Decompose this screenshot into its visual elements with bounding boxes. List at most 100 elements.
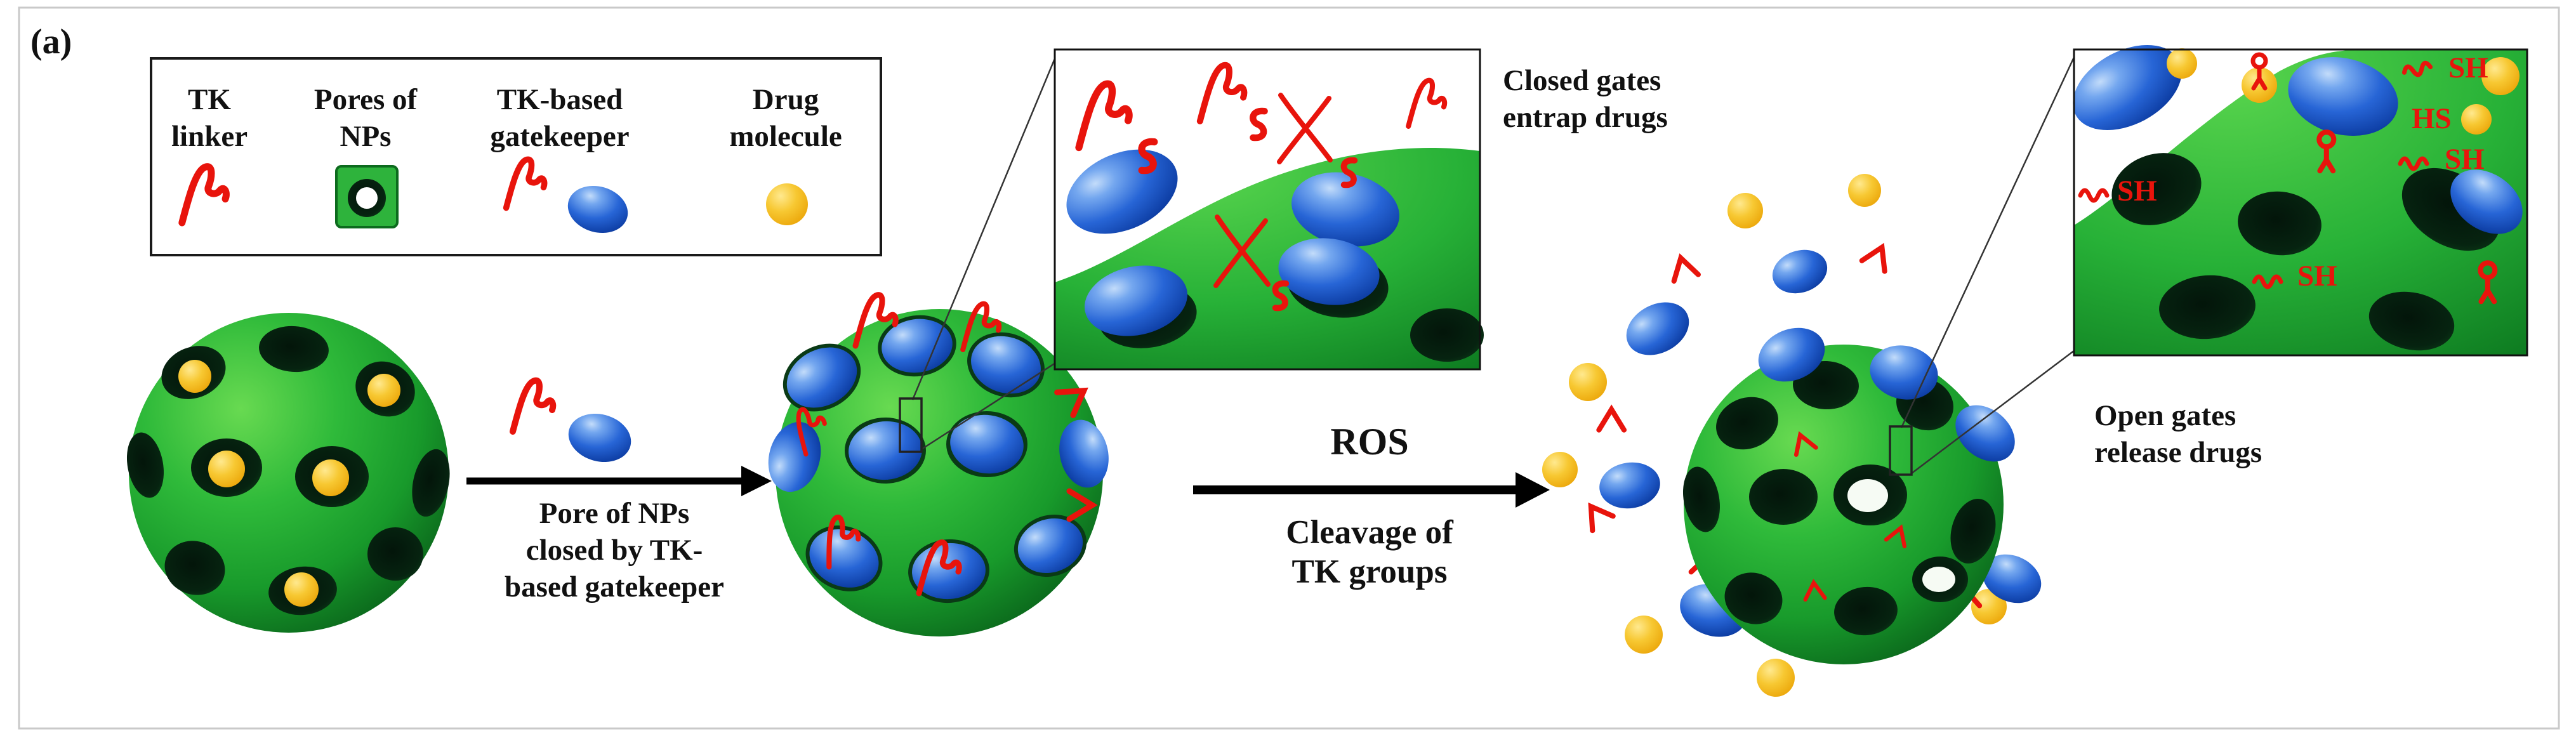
gatekeeper-ellipse	[1772, 249, 1828, 294]
pore	[1682, 466, 1721, 532]
legend-label: Drug	[753, 83, 819, 116]
inset-closed-caption: Closed gates	[1503, 64, 1661, 97]
legend-label: molecule	[729, 120, 842, 153]
tk-crosslink-icon	[1213, 214, 1271, 288]
gatekeeper-ellipse	[849, 421, 922, 480]
pore	[1749, 469, 1818, 525]
inset-closed-caption: entrap drugs	[1503, 101, 1668, 134]
gatekeeper-ellipse	[1059, 419, 1109, 488]
pore	[1724, 572, 1783, 624]
legend-label: linker	[171, 120, 248, 153]
gatekeeper-ellipse	[1955, 405, 2015, 462]
pore	[1950, 499, 1996, 563]
drug-molecule-icon	[766, 183, 808, 225]
arrow-head	[741, 466, 772, 496]
drug-molecule	[284, 572, 319, 607]
zoom-connector-line	[911, 56, 1057, 400]
tk-crosslink-icon	[1277, 93, 1333, 164]
drug-molecule	[1848, 174, 1881, 207]
step2-caption: TK groups	[1292, 553, 1448, 590]
open-pore-hole	[1847, 479, 1888, 512]
pore	[2368, 291, 2455, 351]
pore	[259, 326, 329, 372]
gatekeeper-ellipse	[1278, 238, 1380, 305]
drug-molecule	[2242, 67, 2277, 103]
legend-label: Pores of	[314, 83, 418, 116]
drug-molecule	[1542, 452, 1578, 487]
nanoparticle-gated	[768, 309, 1109, 636]
zoom-connector-line	[1911, 350, 2075, 474]
pore	[164, 541, 225, 595]
legend: TK linker Pores of NPs TK-based gatekeep…	[150, 57, 882, 256]
thiol-label: HS	[2412, 102, 2452, 135]
pore	[2111, 153, 2202, 225]
arrow-head	[1516, 472, 1550, 508]
gatekeeper-ellipse	[568, 413, 631, 463]
inset-open-gates: SH HS SH SH SH	[2073, 45, 2528, 357]
step2-arrow-group: ROS Cleavage of TK groups	[1193, 421, 1550, 590]
drug-molecule	[312, 459, 349, 496]
drug-molecule	[2481, 57, 2520, 95]
ros-label: ROS	[1330, 421, 1408, 463]
gatekeeper-ellipse	[971, 336, 1041, 394]
inset-box	[2073, 48, 2528, 357]
inset-open-caption: Open gates	[2094, 399, 2236, 432]
gatekeeper-ellipse	[2450, 169, 2523, 234]
gatekeeper-ellipse	[2288, 57, 2398, 136]
thiol-label: SH	[2445, 143, 2485, 176]
gatekeeper-ellipse	[1626, 302, 1689, 355]
drug-molecule	[1971, 589, 2007, 624]
gatekeeper-ellipse	[1982, 554, 2042, 603]
gatekeeper-ellipse	[882, 319, 953, 373]
pore	[1834, 586, 1898, 636]
step1-caption: based gatekeeper	[505, 570, 724, 603]
thiol-label: SH	[2117, 175, 2157, 208]
thiol-label: SH	[2297, 260, 2337, 293]
pore	[126, 432, 164, 498]
inset-open-caption: release drugs	[2094, 436, 2262, 469]
step1-caption: Pore of NPs	[539, 497, 690, 530]
inset-box	[1054, 48, 1481, 371]
zoom-connector-line	[1900, 55, 2076, 428]
gatekeeper-ellipse	[1758, 327, 1825, 382]
drug-molecule	[367, 374, 400, 407]
step2-caption: Cleavage of	[1286, 514, 1454, 551]
zoom-source-box	[1889, 425, 1913, 476]
legend-label: NPs	[340, 120, 392, 153]
gatekeeper-ellipse	[1599, 462, 1660, 509]
drug-molecule	[1727, 193, 1763, 228]
legend-label: TK-based	[497, 83, 623, 116]
drug-molecule	[2461, 104, 2492, 135]
step1-arrow-group: Pore of NPs closed by TK- based gatekeep…	[466, 381, 772, 603]
drug-molecule	[2167, 48, 2197, 79]
gatekeeper-ellipse	[1017, 518, 1083, 574]
drug-molecule	[1757, 659, 1795, 697]
thiol-label: SH	[2448, 51, 2488, 84]
drug-molecule	[178, 360, 211, 393]
step1-caption: closed by TK-	[526, 534, 703, 567]
pore	[367, 527, 423, 581]
gatekeeper-ellipse	[2073, 45, 2182, 130]
legend-label: TK	[188, 83, 231, 116]
nanoparticle-open-with-drugs	[126, 313, 450, 633]
pore	[2159, 275, 2256, 339]
zoom-source-box	[899, 397, 923, 453]
inset-closed-gates	[1054, 48, 1484, 371]
pore	[412, 449, 450, 517]
drug-molecule	[1569, 363, 1607, 401]
drug-molecule	[208, 451, 245, 487]
panel-label: (a)	[30, 22, 72, 62]
zoom-connector-line	[921, 362, 1056, 451]
legend-box	[150, 57, 882, 256]
pore	[2238, 191, 2322, 256]
legend-label: gatekeeper	[490, 120, 629, 153]
nanoparticle-opened	[1682, 327, 2015, 664]
tk-gatekeeper-icon	[506, 159, 628, 234]
pore	[1716, 397, 1778, 450]
open-pore-hole	[1922, 567, 1955, 592]
gatekeeper-ellipse	[1085, 265, 1187, 336]
pore	[1410, 308, 1484, 362]
released-particles	[1542, 174, 2042, 697]
